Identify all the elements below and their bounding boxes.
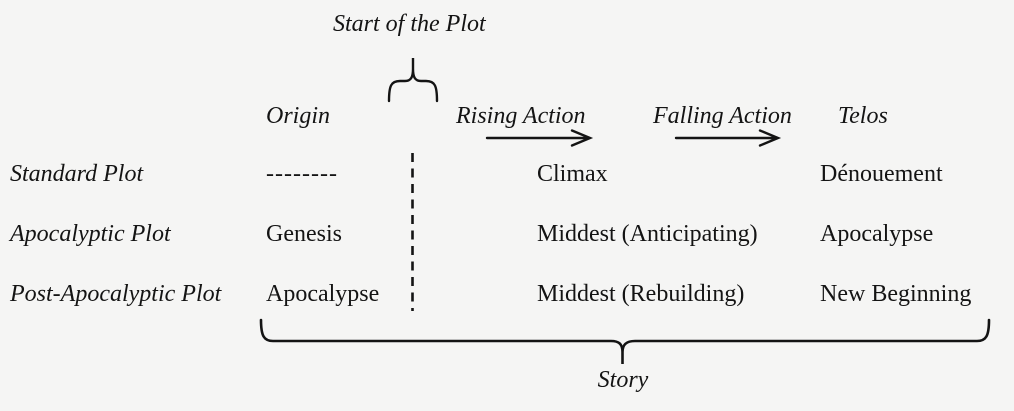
row-label-standard-plot: Standard Plot (10, 161, 144, 187)
cell-standard-middest: Climax (537, 161, 608, 187)
column-header-rising-action: Rising Action (456, 103, 586, 129)
row-label-apocalyptic-plot: Apocalyptic Plot (10, 221, 171, 247)
start-of-plot-label: Start of the Plot (333, 11, 486, 37)
cell-apocalyptic-origin: Genesis (266, 221, 342, 247)
column-header-origin: Origin (266, 103, 331, 129)
start-of-plot-brace-icon (387, 58, 439, 103)
cell-apocalyptic-telos: Apocalypse (820, 221, 934, 247)
story-brace-icon (259, 318, 991, 364)
story-label: Story (597, 367, 649, 393)
column-header-falling-action: Falling Action (653, 103, 792, 129)
cell-apocalyptic-middest: Middest (Anticipating) (537, 221, 758, 247)
falling-action-arrow-icon (674, 129, 782, 147)
cell-post-apocalyptic-telos: New Beginning (820, 281, 972, 307)
cell-standard-origin: -------- (266, 161, 338, 187)
cell-post-apocalyptic-origin: Apocalypse (266, 281, 380, 307)
cell-standard-telos: Dénouement (820, 161, 943, 187)
row-label-post-apocalyptic-plot: Post-Apocalyptic Plot (10, 281, 222, 307)
column-header-telos: Telos (838, 103, 888, 129)
cell-post-apocalyptic-middest: Middest (Rebuilding) (537, 281, 745, 307)
rising-action-arrow-icon (485, 129, 594, 147)
